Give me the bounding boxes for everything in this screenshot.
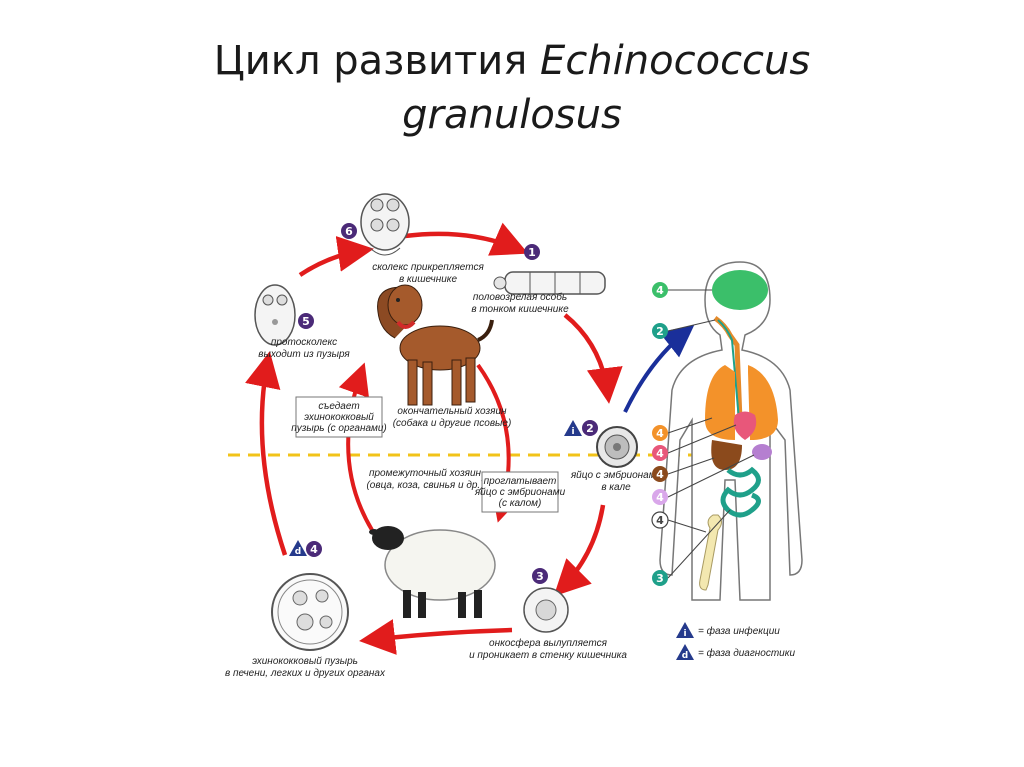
swallows-egg-line3: (с калом) bbox=[499, 498, 542, 509]
svg-text:2: 2 bbox=[586, 422, 594, 435]
arrow-2-to-3 bbox=[553, 504, 606, 597]
adult-worm-illustration bbox=[493, 271, 606, 295]
title-text-regular: Цикл развития bbox=[213, 38, 541, 84]
legend-diagnostic: d = фаза диагностики bbox=[676, 644, 795, 661]
svg-text:3: 3 bbox=[656, 572, 664, 585]
step-2-label-line2: в кале bbox=[601, 482, 631, 493]
step-3-marker: 3 bbox=[532, 568, 548, 584]
marker-intestine: 3 bbox=[652, 509, 731, 586]
intermediate-host-label-line2: (овца, коза, свинья и др.) bbox=[366, 480, 483, 491]
step-5-label-line1: протосколекс bbox=[271, 337, 337, 348]
slide-title: Цикл развития Echinococcus granulosus bbox=[0, 34, 1024, 142]
heart-organ bbox=[733, 411, 757, 440]
marker-heart: 4 bbox=[652, 424, 737, 461]
swallows-egg-line1: проглатывает bbox=[484, 476, 557, 487]
arrow-sheep-to-dog bbox=[338, 362, 374, 532]
svg-text:2: 2 bbox=[656, 325, 664, 338]
legend-infection: i = фаза инфекции bbox=[676, 622, 780, 639]
marker-bone: 4 bbox=[651, 511, 707, 533]
sheep-illustration bbox=[369, 526, 496, 618]
marker-esophagus: 2 bbox=[652, 319, 716, 339]
svg-text:d: d bbox=[682, 651, 688, 661]
marker-kidney: 4 bbox=[652, 454, 755, 505]
left-lung-organ bbox=[705, 365, 735, 440]
svg-text:6: 6 bbox=[345, 225, 353, 238]
spleen-organ bbox=[752, 444, 772, 460]
step-4-diagnostic-badge: d bbox=[289, 540, 307, 557]
step-5-label-line2: выходит из пузыря bbox=[258, 349, 350, 360]
svg-text:i: i bbox=[683, 629, 686, 639]
egg-illustration bbox=[596, 426, 638, 468]
step-6-label-line2: в кишечнике bbox=[399, 274, 458, 285]
svg-text:d: d bbox=[295, 547, 301, 557]
svg-text:1: 1 bbox=[528, 246, 536, 259]
arrow-6-to-1 bbox=[404, 222, 529, 256]
step-3-label-line2: и проникает в стенку кишечника bbox=[469, 650, 627, 661]
step-1-label-line1: половозрелая особь bbox=[473, 291, 567, 303]
step-4-label-line2: в печени, легких и других органах bbox=[225, 668, 386, 679]
svg-text:4: 4 bbox=[656, 491, 664, 504]
esophagus-inner bbox=[717, 319, 740, 421]
svg-text:4: 4 bbox=[656, 468, 664, 481]
step-4-label-line1: эхинококковый пузырь bbox=[252, 656, 358, 667]
scolex-illustration bbox=[360, 193, 410, 256]
svg-text:3: 3 bbox=[536, 570, 544, 583]
step-4-marker: 4 bbox=[306, 541, 322, 557]
marker-liver: 4 bbox=[652, 457, 715, 482]
svg-text:4: 4 bbox=[310, 543, 318, 556]
svg-text:4: 4 bbox=[656, 447, 664, 460]
title-genus: Echinococcus bbox=[540, 38, 811, 84]
step-1-label-line2: в тонком кишечнике bbox=[471, 304, 569, 315]
step-2-marker: 2 bbox=[582, 420, 598, 436]
step-1-marker: 1 bbox=[524, 244, 540, 260]
swallows-egg-line2: яйцо с эмбрионами bbox=[474, 486, 566, 498]
step-2-label-line1: яйцо с эмбрионами bbox=[570, 469, 662, 481]
eats-cyst-line2: эхинококковый bbox=[304, 412, 374, 423]
arrow-3-to-4 bbox=[359, 619, 513, 655]
svg-text:4: 4 bbox=[656, 514, 664, 527]
intermediate-host-label-line1: промежуточный хозяин bbox=[369, 468, 482, 479]
eats-cyst-box: съедает эхинококковый пузырь (с органами… bbox=[291, 396, 387, 438]
legend-diagnostic-label: = фаза диагностики bbox=[698, 647, 795, 659]
svg-text:4: 4 bbox=[656, 284, 664, 297]
final-host-label-line1: окончательный хозяин bbox=[397, 406, 507, 417]
marker-brain: 4 bbox=[652, 282, 712, 298]
step-2-infection-badge: i bbox=[564, 420, 582, 437]
title-species: granulosus bbox=[402, 92, 622, 138]
marker-lung: 4 bbox=[652, 417, 713, 441]
intestine-organ bbox=[720, 466, 761, 518]
protoscolex-illustration bbox=[254, 284, 296, 346]
svg-text:i: i bbox=[571, 427, 574, 437]
arrow-to-human bbox=[623, 325, 695, 413]
step-3-label-line1: онкосфера вылупляется bbox=[489, 637, 608, 649]
step-6-label-line1: сколекс прикрепляется bbox=[372, 262, 484, 273]
eats-cyst-line1: съедает bbox=[318, 401, 359, 412]
swallows-egg-box: проглатывает яйцо с эмбрионами (с калом) bbox=[474, 471, 566, 513]
oncosphere-illustration bbox=[523, 587, 569, 633]
arrow-1-to-2 bbox=[563, 313, 623, 404]
eats-cyst-line3: пузырь (с органами) bbox=[291, 423, 387, 434]
dog-illustration bbox=[377, 284, 494, 406]
brain-organ bbox=[712, 270, 768, 310]
hydatid-cyst-illustration bbox=[271, 573, 349, 651]
final-host-label-line2: (собака и другие псовые) bbox=[393, 417, 512, 429]
step-5-marker: 5 bbox=[298, 313, 314, 329]
svg-text:4: 4 bbox=[656, 427, 664, 440]
svg-text:5: 5 bbox=[302, 315, 310, 328]
step-6-marker: 6 bbox=[341, 223, 357, 239]
femur-bone bbox=[699, 514, 722, 591]
arrow-4-to-5 bbox=[245, 351, 288, 556]
legend-infection-label: = фаза инфекции bbox=[698, 625, 780, 637]
liver-organ bbox=[711, 440, 742, 470]
arrow-5-to-6 bbox=[298, 236, 374, 277]
